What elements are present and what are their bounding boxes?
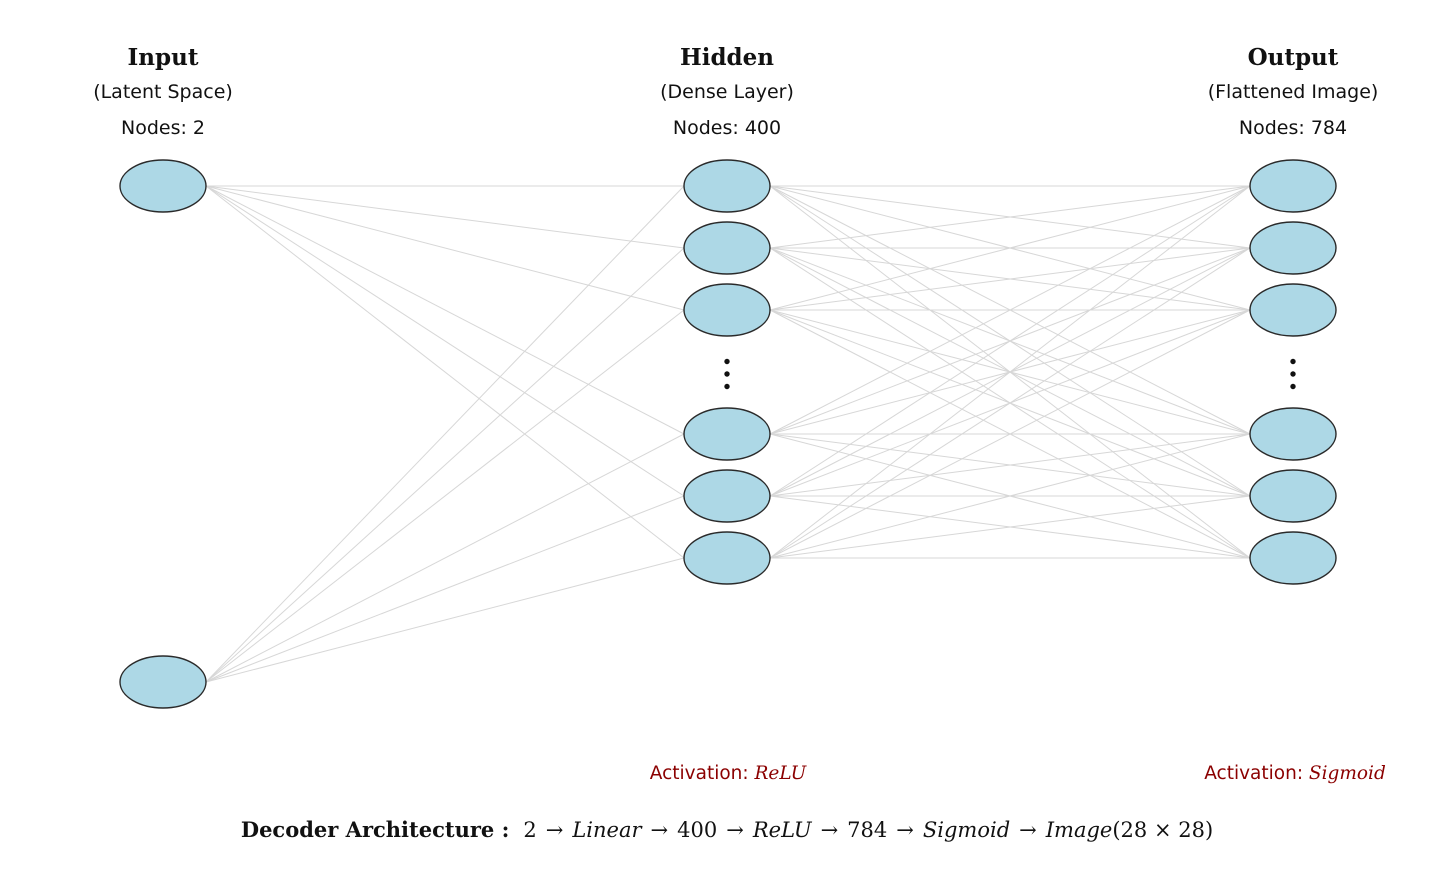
edges-input-to-hidden (205, 185, 685, 683)
formula-sequence: 2 → Linear → 400 → ReLU → 784 → Sigmoid → Image(28 ×… (523, 818, 1213, 842)
hidden-ellipsis-dot (724, 358, 730, 365)
input-layer-node-count: Nodes: 2 (120, 117, 205, 139)
formula-arrow: → (820, 818, 839, 842)
hidden-ellipsis-dot (724, 383, 730, 390)
formula-token: ReLU (752, 818, 812, 842)
hidden-activation-prefix: Activation: (649, 763, 755, 784)
output-activation-value: Sigmoid (1308, 763, 1386, 784)
input-layer-title: Input (127, 44, 199, 71)
nodes-output (1249, 159, 1337, 585)
formula-token: 400 (677, 818, 718, 842)
output-layer-node-count: Nodes: 784 (1238, 117, 1348, 139)
input-neuron-node (119, 655, 207, 709)
formula-arrow: → (545, 818, 564, 842)
formula-label: Decoder Architecture : (240, 817, 510, 842)
formula-arrow: → (896, 818, 914, 842)
edges-hidden-to-output (769, 185, 1251, 559)
output-ellipsis-dot (1290, 383, 1296, 390)
output-neuron-node (1249, 407, 1337, 461)
output-activation-prefix: Activation: (1204, 763, 1309, 784)
hidden-layer-title: Hidden (679, 44, 774, 71)
hidden-layer-header: Hidden (Dense Layer) Nodes: 400 (660, 42, 794, 146)
formula-arrow: → (726, 818, 744, 842)
hidden-activation-value: ReLU (754, 763, 807, 784)
decoder-architecture-formula: Decoder Architecture : 2 → Linear → 400 → ReLU →… (241, 817, 1213, 842)
output-activation-label: Activation: Sigmoid (1204, 763, 1386, 784)
output-layer-header: Output (Flattened Image) Nodes: 784 (1208, 42, 1379, 146)
hidden-activation-label: Activation: ReLU (650, 763, 806, 784)
hidden-neuron-node (683, 469, 771, 523)
output-neuron-node (1249, 283, 1337, 337)
input-layer-subtitle: (Latent Space) (93, 81, 233, 103)
hidden-neuron-node (683, 159, 771, 213)
hidden-layer-subtitle: (Dense Layer) (660, 81, 794, 103)
output-layer-title: Output (1247, 44, 1339, 71)
input-layer-header: Input (Latent Space) Nodes: 2 (93, 42, 233, 146)
formula-token: 784 (847, 818, 888, 842)
nodes-input (119, 159, 207, 709)
output-neuron-node (1249, 531, 1337, 585)
output-ellipsis-dot (1290, 371, 1296, 377)
input-neuron-node (119, 159, 207, 213)
formula-arrow: → (650, 818, 669, 842)
output-layer-subtitle: (Flattened Image) (1207, 81, 1379, 103)
formula-token: Image (1045, 818, 1113, 842)
formula-token: Linear (572, 818, 642, 842)
formula-token: (28 × 28) (1112, 818, 1214, 842)
hidden-layer-node-count: Nodes: 400 (672, 117, 782, 139)
output-neuron-node (1249, 221, 1337, 275)
formula-token: Sigmoid (922, 818, 1011, 842)
formula-token: 2 (523, 818, 537, 842)
formula-arrow: → (1019, 818, 1037, 842)
hidden-ellipsis-dot (724, 371, 730, 377)
output-neuron-node (1249, 469, 1337, 523)
hidden-neuron-node (683, 531, 771, 585)
hidden-neuron-node (683, 283, 771, 337)
output-ellipsis-dot (1290, 358, 1296, 365)
output-neuron-node (1249, 159, 1337, 213)
nodes-hidden (683, 159, 771, 585)
hidden-neuron-node (683, 221, 771, 275)
hidden-neuron-node (683, 407, 771, 461)
